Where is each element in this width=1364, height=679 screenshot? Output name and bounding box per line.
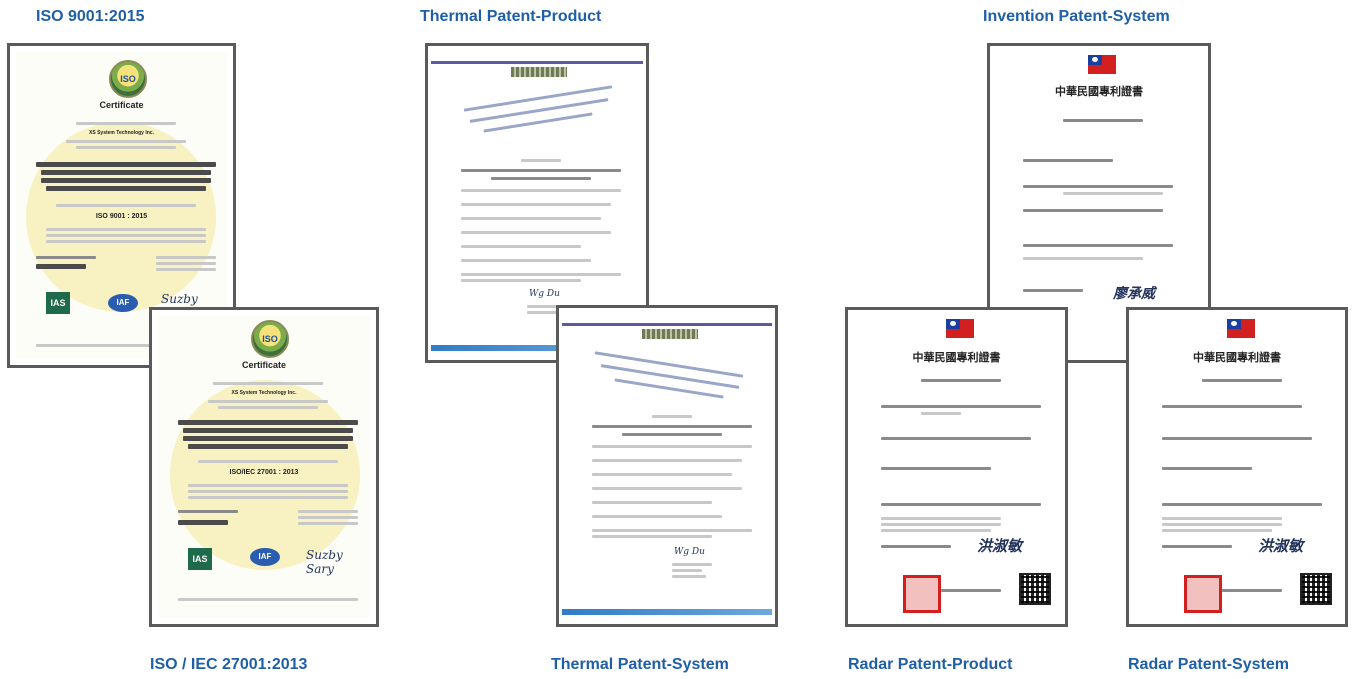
signature-image: Wg Du <box>529 289 560 299</box>
signature-image: Wg Du <box>674 547 705 557</box>
iaf-logo: IAF <box>108 294 138 312</box>
company-name: XS System Technology Inc. <box>231 390 297 396</box>
standard-label: ISO/IEC 27001 : 2013 <box>229 469 299 476</box>
caption-iso9001: ISO 9001:2015 <box>36 8 145 25</box>
ias-logo: IAS <box>188 548 212 570</box>
caption-thermal-product: Thermal Patent-Product <box>420 8 602 25</box>
caption-invention-system: Invention Patent-System <box>983 8 1170 25</box>
iaf-logo: IAF <box>250 548 280 566</box>
company-name: XS System Technology Inc. <box>89 130 154 136</box>
qr-code-icon <box>1300 573 1332 605</box>
caption-thermal-system: Thermal Patent-System <box>551 656 729 673</box>
iso9001-certificate: ISO Certificate XS System Technology Inc… <box>7 43 236 368</box>
radar-product-patent: 中華民國專利證書 洪淑敏 <box>845 307 1068 627</box>
certificate-heading: Certificate <box>241 360 286 370</box>
ias-logo: IAS <box>46 292 70 314</box>
taiwan-flag-icon <box>1227 319 1255 338</box>
caption-radar-system: Radar Patent-System <box>1128 656 1289 673</box>
standard-label: ISO 9001 : 2015 <box>95 213 148 220</box>
watermark <box>170 380 360 570</box>
signature-image: Suzby Sary <box>306 548 343 576</box>
patent-title: 中華民國專利證書 <box>1193 352 1281 364</box>
qr-code-icon <box>1019 573 1051 605</box>
emblem-icon <box>642 329 698 339</box>
signature-image: 洪淑敏 <box>1258 537 1304 555</box>
caption-radar-product: Radar Patent-Product <box>848 656 1013 673</box>
official-seal-icon <box>903 575 941 613</box>
thermal-system-patent: Wg Du <box>556 305 778 627</box>
iso-seal-icon: ISO <box>109 60 147 98</box>
patent-title: 中華民國專利證書 <box>1055 86 1143 98</box>
taiwan-flag-icon <box>946 319 974 338</box>
patent-title: 中華民國專利證書 <box>912 352 1001 364</box>
iso27001-certificate: ISO Certificate XS System Technology Inc… <box>149 307 379 627</box>
caption-iso27001: ISO / IEC 27001:2013 <box>150 656 308 673</box>
emblem-icon <box>511 67 567 77</box>
taiwan-flag-icon <box>1088 55 1116 74</box>
radar-system-patent: 中華民國專利證書 洪淑敏 <box>1126 307 1348 627</box>
official-seal-icon <box>1184 575 1222 613</box>
signature-image: 洪淑敏 <box>977 537 1023 555</box>
watermark <box>26 122 216 312</box>
certificate-heading: Certificate <box>99 100 144 110</box>
iso-seal-icon: ISO <box>251 320 289 358</box>
signature-image: 廖承威 <box>1113 286 1155 302</box>
